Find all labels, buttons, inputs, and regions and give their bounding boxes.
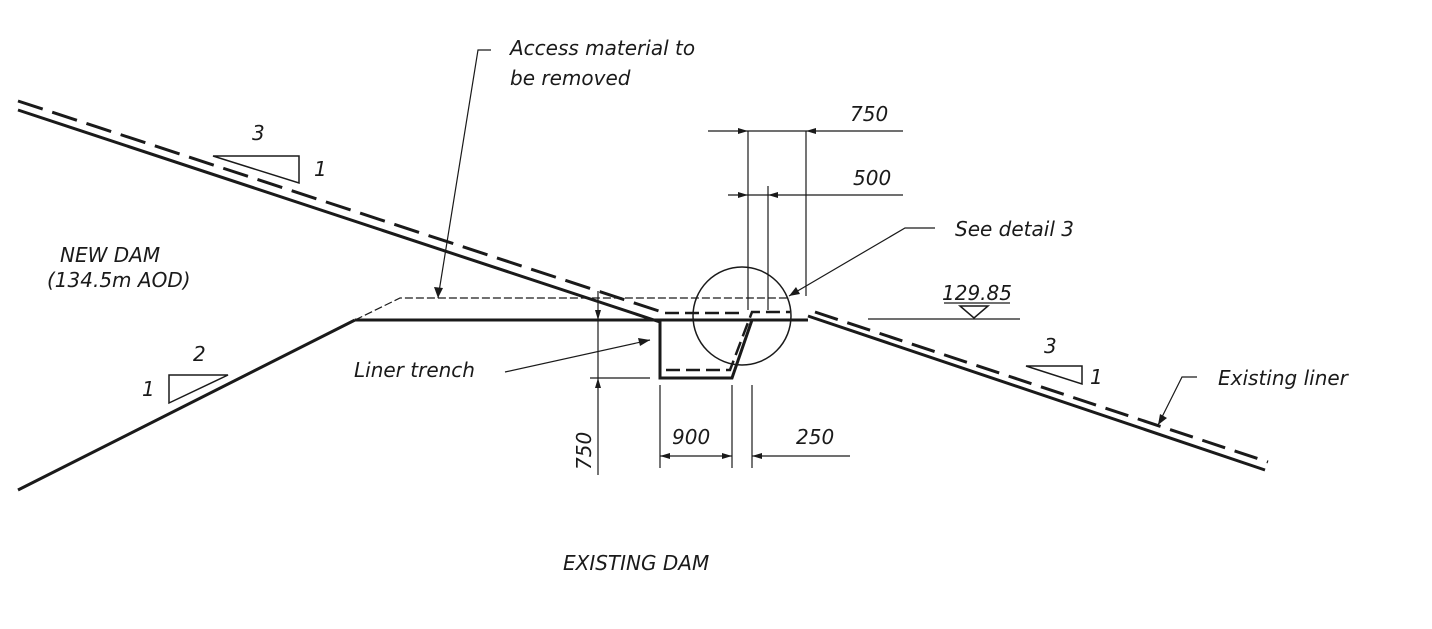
existing-dam-label: EXISTING DAM bbox=[563, 551, 709, 575]
slope-run-label: 3 bbox=[252, 121, 265, 145]
dimension-trench-depth: 750 bbox=[572, 291, 660, 475]
new-dam-level-label: (134.5m AOD) bbox=[47, 268, 191, 292]
dimension-top-inner: 500 bbox=[728, 166, 903, 310]
slope-triangle-lower-left: 2 1 bbox=[142, 342, 229, 405]
dimension-label: 750 bbox=[850, 102, 888, 126]
upper-left-slope-line bbox=[17, 108, 661, 324]
dimension-label: 750 bbox=[572, 432, 596, 470]
lower-left-slope-line bbox=[17, 318, 356, 492]
access-material-outline bbox=[354, 297, 790, 321]
annotation-see-detail: See detail 3 bbox=[788, 217, 1074, 297]
dimension-label: 900 bbox=[672, 425, 710, 449]
access-label-line1: Access material to bbox=[508, 36, 695, 60]
level-label: 129.85 bbox=[942, 281, 1012, 305]
slope-triangle-upper-left: 3 1 bbox=[212, 121, 327, 185]
right-slope-line bbox=[807, 314, 1266, 472]
dimension-trench-width: 900 bbox=[659, 385, 733, 468]
detail-circle bbox=[692, 266, 792, 366]
dimension-top-outer: 750 bbox=[708, 102, 903, 310]
trench-liner-dashed bbox=[666, 310, 790, 372]
slope-rise-label: 1 bbox=[1090, 365, 1103, 389]
slope-triangle-right: 3 1 bbox=[1025, 334, 1103, 389]
new-dam-label: NEW DAM bbox=[60, 243, 160, 267]
existing-liner-dashed bbox=[814, 310, 1269, 464]
dimension-offset: 250 bbox=[751, 385, 850, 468]
annotation-access-material: Access material to be removed bbox=[434, 36, 695, 299]
existing-liner-label: Existing liner bbox=[1218, 366, 1350, 390]
slope-run-label: 3 bbox=[1044, 334, 1057, 358]
access-label-line2: be removed bbox=[510, 66, 631, 90]
annotation-liner-trench: Liner trench bbox=[354, 338, 651, 382]
dimension-label: 250 bbox=[796, 425, 834, 449]
liner-trench bbox=[658, 319, 754, 380]
slope-run-label: 2 bbox=[193, 342, 206, 366]
liner-trench-label: Liner trench bbox=[354, 358, 475, 382]
water-level-marker: 129.85 bbox=[868, 281, 1020, 320]
slope-rise-label: 1 bbox=[314, 157, 327, 181]
dimension-label: 500 bbox=[853, 166, 891, 190]
see-detail-label: See detail 3 bbox=[955, 217, 1074, 241]
annotation-existing-liner: Existing liner bbox=[1157, 366, 1350, 426]
slope-rise-label: 1 bbox=[142, 377, 155, 401]
upper-left-liner-dashed bbox=[17, 99, 666, 315]
